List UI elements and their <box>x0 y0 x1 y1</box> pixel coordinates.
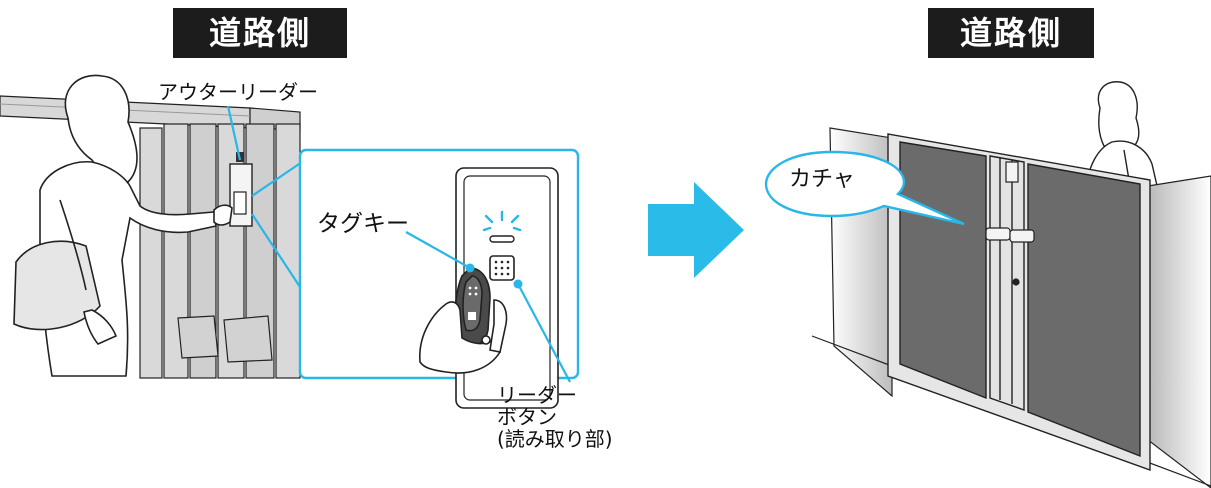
right-wall <box>1147 175 1211 488</box>
speech-bubble <box>764 150 965 226</box>
outer-reader-leader <box>226 105 242 161</box>
reader-button-dot <box>513 279 523 289</box>
tag-key-dot <box>465 263 475 273</box>
outer-reader-device <box>229 152 253 227</box>
right-scene <box>764 81 1211 488</box>
gate-frame <box>887 133 1151 471</box>
keypad-icon <box>489 255 515 281</box>
outer-reader-label: アウターリーダー <box>158 80 318 104</box>
gate-handles <box>177 315 273 363</box>
reader-button-label-line1: リーダー <box>497 383 577 407</box>
tag-key-label: タグキー <box>317 211 409 237</box>
sound-label: カチャ <box>789 167 855 192</box>
woman-figure <box>13 74 233 377</box>
gate-handles-right <box>985 227 1035 286</box>
small-reader <box>1005 161 1019 183</box>
tag-key-leader <box>405 231 471 269</box>
hand-tag-key <box>419 267 508 374</box>
left-scene <box>0 74 580 409</box>
side-title-left: 道路側 <box>173 8 347 58</box>
reader-button-leader <box>517 283 571 383</box>
reader-button-label: リーダー ボタン (読み取り部) <box>497 384 613 450</box>
side-title-right: 道路側 <box>928 8 1094 58</box>
arrow-right-icon <box>648 182 744 278</box>
light-flash-icon <box>482 210 522 243</box>
reader-button-label-line2: ボタン <box>497 405 557 429</box>
reader-button-label-line3: (読み取り部) <box>497 427 613 451</box>
zoom-connector <box>251 161 303 291</box>
